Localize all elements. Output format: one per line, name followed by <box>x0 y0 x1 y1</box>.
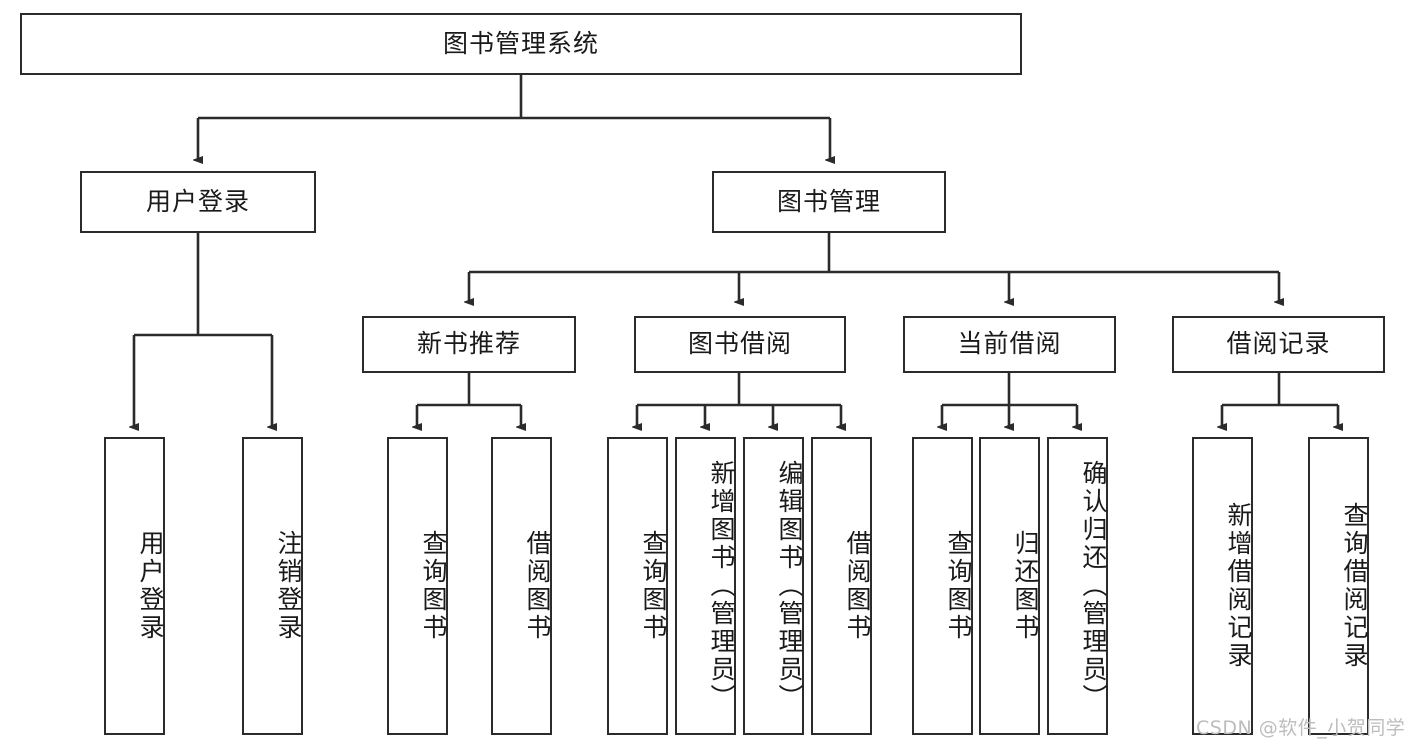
node-leaf-user-login-label: 用户登录 <box>136 530 165 642</box>
node-leaf-add-record[interactable]: 新增借阅记录 <box>1192 437 1253 735</box>
node-leaf-borrow-book-2-label: 借阅图书 <box>843 530 872 642</box>
node-leaf-add-book[interactable]: 新增图书（管理员） <box>675 437 736 735</box>
node-new-book-recommend[interactable]: 新书推荐 <box>362 316 576 373</box>
node-leaf-logout-login-label: 注销登录 <box>274 530 303 642</box>
node-book-borrow-label: 图书借阅 <box>687 329 792 359</box>
watermark-text: CSDN @软件_小贺同学 <box>1196 717 1405 739</box>
node-leaf-query-book-3-label: 查询图书 <box>944 530 973 642</box>
node-user-login-label: 用户登录 <box>145 186 250 216</box>
node-leaf-confirm-return[interactable]: 确认归还（管理员） <box>1047 437 1108 735</box>
node-leaf-query-book-2[interactable]: 查询图书 <box>607 437 668 735</box>
node-current-borrow-label: 当前借阅 <box>957 329 1062 359</box>
node-leaf-query-record-label: 查询借阅记录 <box>1340 502 1369 670</box>
node-leaf-query-book-2-label: 查询图书 <box>639 530 668 642</box>
node-current-borrow[interactable]: 当前借阅 <box>903 316 1116 373</box>
node-root-label: 图书管理系统 <box>442 28 599 58</box>
node-leaf-add-book-label: 新增图书（管理员） <box>707 460 736 712</box>
node-leaf-borrow-book-1-label: 借阅图书 <box>523 530 552 642</box>
node-borrow-record[interactable]: 借阅记录 <box>1172 316 1385 373</box>
node-leaf-borrow-book-2[interactable]: 借阅图书 <box>811 437 872 735</box>
node-leaf-return-book[interactable]: 归还图书 <box>979 437 1040 735</box>
node-root[interactable]: 图书管理系统 <box>20 13 1022 75</box>
node-leaf-confirm-return-label: 确认归还（管理员） <box>1079 460 1108 712</box>
node-book-manage-label: 图书管理 <box>776 186 881 216</box>
node-leaf-edit-book[interactable]: 编辑图书（管理员） <box>743 437 804 735</box>
node-leaf-query-book-1-label: 查询图书 <box>419 530 448 642</box>
node-leaf-query-book-3[interactable]: 查询图书 <box>912 437 973 735</box>
node-book-manage[interactable]: 图书管理 <box>712 171 946 233</box>
node-leaf-query-record[interactable]: 查询借阅记录 <box>1308 437 1369 735</box>
node-borrow-record-label: 借阅记录 <box>1226 329 1331 359</box>
node-leaf-logout-login[interactable]: 注销登录 <box>242 437 303 735</box>
node-leaf-return-book-label: 归还图书 <box>1011 530 1040 642</box>
node-leaf-query-book-1[interactable]: 查询图书 <box>387 437 448 735</box>
node-new-book-recommend-label: 新书推荐 <box>416 329 521 359</box>
node-leaf-edit-book-label: 编辑图书（管理员） <box>775 460 804 712</box>
node-leaf-borrow-book-1[interactable]: 借阅图书 <box>491 437 552 735</box>
node-leaf-user-login[interactable]: 用户登录 <box>104 437 165 735</box>
node-user-login[interactable]: 用户登录 <box>80 171 316 233</box>
node-leaf-add-record-label: 新增借阅记录 <box>1224 502 1253 670</box>
node-book-borrow[interactable]: 图书借阅 <box>634 316 846 373</box>
